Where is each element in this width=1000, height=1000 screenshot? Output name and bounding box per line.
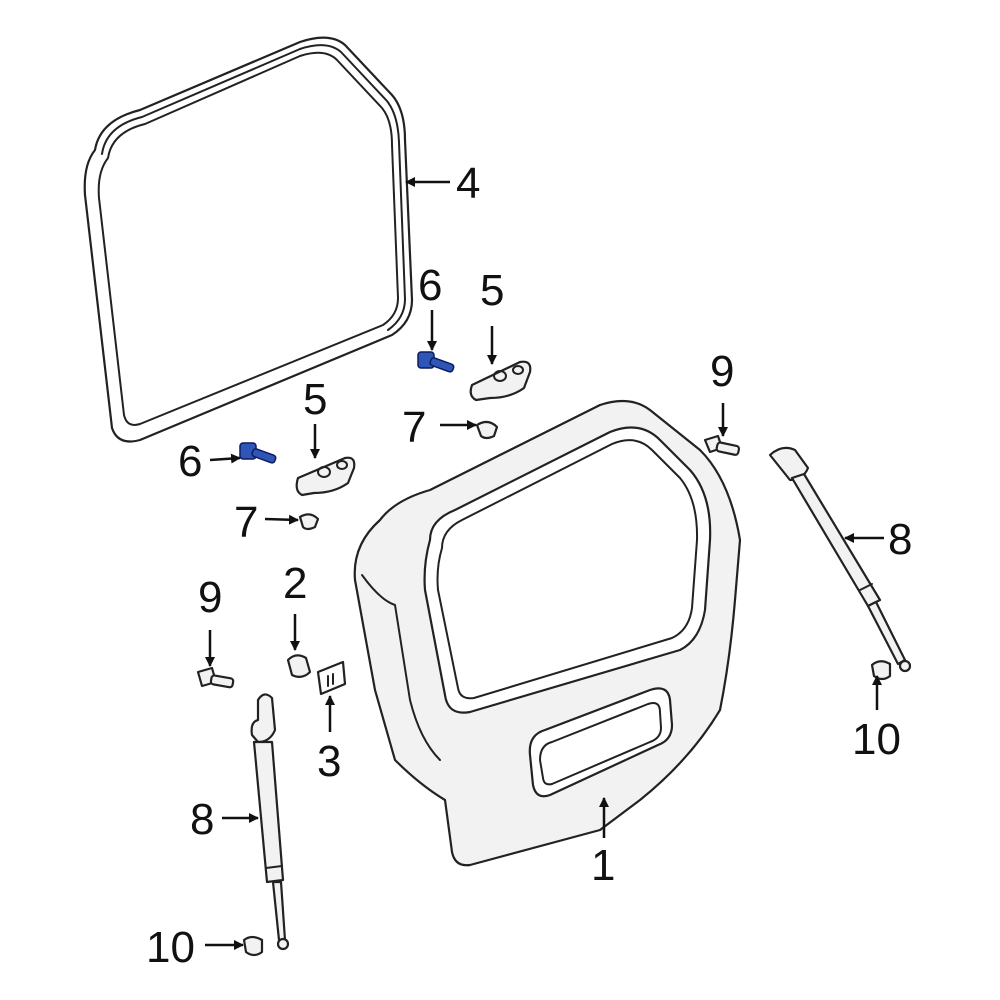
callout-10-right: 10	[852, 715, 901, 764]
hinge-bolt-lower[interactable]	[239, 442, 277, 464]
hinge-bolt-upper[interactable]	[417, 351, 455, 373]
bumper-stop[interactable]	[286, 654, 312, 679]
callout-5-lower: 5	[303, 375, 327, 424]
callout-2: 2	[283, 559, 307, 608]
callout-7-lower: 7	[234, 498, 258, 547]
callout-3: 3	[317, 737, 341, 786]
callout-10-left: 10	[146, 923, 195, 972]
support-strut-right[interactable]	[768, 446, 912, 673]
hinge-upper[interactable]	[469, 360, 532, 402]
weatherstrip-seal[interactable]	[83, 36, 414, 443]
support-strut-left[interactable]	[250, 693, 290, 951]
liftgate-panel[interactable]	[353, 399, 742, 867]
ball-stud-upper[interactable]	[703, 434, 741, 456]
callout-4: 4	[456, 159, 480, 208]
hinge-cap-upper[interactable]	[475, 420, 499, 440]
strut-nut-left[interactable]	[242, 935, 264, 957]
callout-arrows	[205, 177, 884, 950]
hinge-lower[interactable]	[295, 456, 356, 497]
callout-7-upper: 7	[402, 403, 426, 452]
callout-8-right: 8	[888, 515, 912, 564]
callout-5-upper: 5	[480, 266, 504, 315]
callout-9-lower: 9	[198, 573, 222, 622]
callout-6-lower: 6	[178, 437, 202, 486]
hinge-cap-lower[interactable]	[298, 513, 320, 531]
callout-8-left: 8	[190, 795, 214, 844]
callout-1: 1	[591, 841, 615, 890]
ball-stud-lower[interactable]	[196, 666, 235, 689]
callout-numbers: 4 6 5 7 5 6 7 9 8 10 9 2 3 8 10 1	[146, 159, 912, 972]
strut-nut-right[interactable]	[870, 660, 892, 681]
callout-6-upper: 6	[418, 261, 442, 310]
warning-label[interactable]	[316, 660, 347, 696]
callout-9-upper: 9	[710, 347, 734, 396]
